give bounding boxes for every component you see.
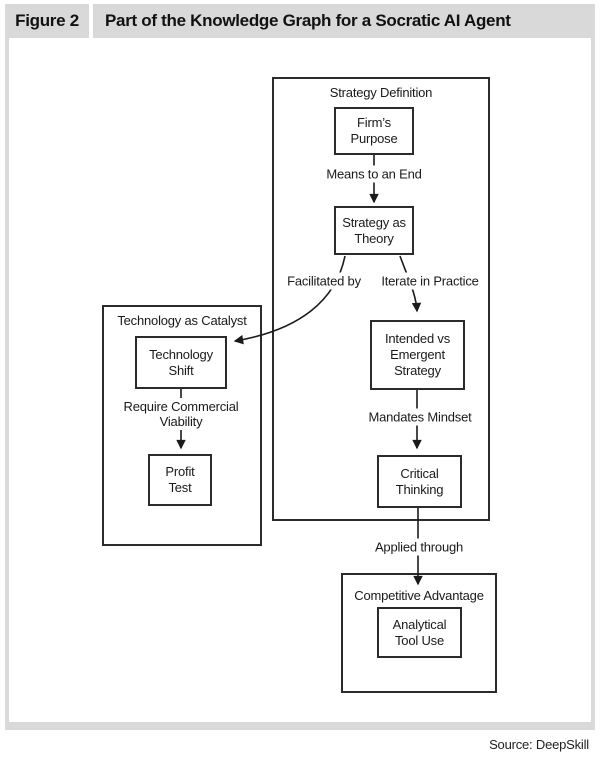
node-intended-vs-emergent-strategy: Intended vs Emergent Strategy — [370, 320, 465, 390]
node-analytical-tool-use: Analytical Tool Use — [377, 607, 462, 658]
node-technology-shift: Technology Shift — [135, 336, 227, 389]
container-technology-as-catalyst-label: Technology as Catalyst — [117, 313, 247, 328]
container-strategy-definition: Strategy Definition — [272, 77, 490, 521]
arrow-facilitated-by — [233, 255, 346, 345]
source-attribution: Source: DeepSkill — [489, 737, 589, 752]
frame-border-right — [591, 38, 595, 730]
container-competitive-advantage-label: Competitive Advantage — [354, 588, 484, 603]
node-critical-thinking: Critical Thinking — [377, 455, 462, 508]
node-strategy-as-theory: Strategy as Theory — [334, 206, 414, 255]
edge-label-mandates-mindset: Mandates Mindset — [365, 408, 475, 426]
node-profit-test: Profit Test — [148, 454, 212, 506]
edge-label-means-to-an-end: Means to an End — [323, 165, 425, 183]
edge-label-applied-through: Applied through — [371, 538, 467, 556]
figure-number-label: Figure 2 — [5, 4, 89, 38]
edge-label-iterate-in-practice: Iterate in Practice — [378, 272, 482, 290]
edge-label-facilitated-by: Facilitated by — [284, 272, 364, 290]
figure-title: Part of the Knowledge Graph for a Socrat… — [93, 4, 595, 38]
frame-border-left — [5, 38, 9, 730]
frame-border-bottom — [5, 722, 595, 730]
node-firms-purpose: Firm’s Purpose — [334, 107, 414, 155]
container-strategy-definition-label: Strategy Definition — [329, 85, 433, 100]
container-technology-as-catalyst: Technology as Catalyst — [102, 305, 262, 546]
container-competitive-advantage: Competitive Advantage — [341, 573, 497, 693]
edge-label-require-commercial-viability: Require Commercial Viability — [120, 398, 242, 430]
